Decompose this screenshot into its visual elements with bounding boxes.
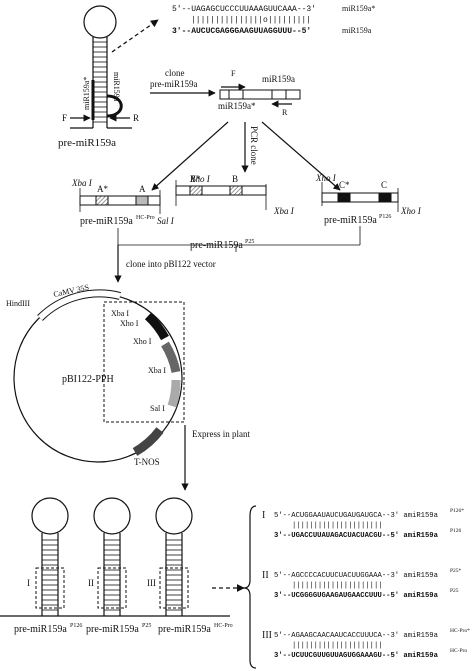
construct-c-site-right: Xho I — [400, 206, 422, 216]
insert-top-label: miR159a — [262, 74, 295, 84]
construct-b-mature: B — [232, 174, 238, 184]
construct-p25: Xho I B* B Xba I pre-miR159a P25 — [175, 174, 295, 251]
primer-f-label: F — [62, 113, 67, 123]
hairpin-hc-pro-name: pre-miR159a — [158, 624, 211, 635]
insert-construct: F miR159a miR159a* R — [218, 69, 301, 117]
construct-b-site-right: Xba I — [273, 206, 295, 216]
stem-star-label: miR159a* — [82, 77, 91, 110]
pcr-clone-label: PCR clone — [249, 126, 259, 165]
duplex-i-top: 5'--ACUGGAAUAUCUGAUGAUGCA--3' amiR159a — [274, 512, 439, 520]
duplex-i-bottom: 3'--UGACCUUAUAGACUACUACGU--5' amiR159a — [274, 532, 439, 540]
construct-b-name: pre-miR159a — [190, 240, 243, 251]
construct-a-mature: A — [139, 184, 146, 194]
construct-a-name: pre-miR159a — [80, 216, 133, 227]
pre-mir159a-label: pre-miR159a — [58, 137, 116, 149]
merge-bracket — [114, 226, 361, 283]
duplex-iii-top: 5'--AGAAGCAACAAUCACCUUUCA--3' amiR159a — [274, 632, 439, 640]
branch-arrow-left — [151, 121, 229, 191]
duplex-ii-top: 5'--AGCCCCACUUCUACUUGGAAA--3' amiR159a — [274, 572, 439, 580]
duplex-ii-pairs: ||||||||||||||||||||| — [292, 582, 383, 590]
primer-r-label: R — [133, 113, 139, 123]
pre-mir159a-hairpin: miR159a* miR159a F R pre-miR159a — [58, 5, 139, 149]
duplex-ii-roman: II — [262, 570, 269, 581]
duplex-ii-top-sup: P25* — [450, 568, 462, 574]
stem-rungs — [93, 41, 107, 123]
site-1: Xba I — [111, 309, 129, 318]
site-2: Xho I — [120, 319, 139, 328]
clone-sub-label: pre-miR159a — [150, 79, 198, 89]
duplex-iii-top-sup: HC-Pro* — [450, 628, 470, 634]
insert-bottom-label: miR159a* — [218, 101, 256, 111]
branch-arrow-right — [261, 121, 341, 191]
vector-step-label: clone into pBI122 vector — [126, 259, 216, 269]
hairpin-p25-roman: II — [88, 578, 94, 588]
duplex-i-roman: I — [262, 510, 265, 521]
duplex-ii-bottom: 3'--UCGGGGUGAAGAUGAACCUUU--5' amiR159a — [274, 592, 439, 600]
duplex-panel: I 5'--ACUGGAAUAUCUGAUGAUGCA--3' amiR159a… — [262, 508, 470, 660]
site-5: Sal I — [150, 404, 165, 413]
mir159a-duplex: 5'--UAGAGCUCCCUUAAAGUUCAAA--3' miR159a* … — [172, 4, 375, 36]
seq-star-label: miR159a* — [342, 4, 375, 13]
construct-b-sup: P25 — [245, 239, 254, 245]
construct-c-site-left: Xho I — [315, 173, 337, 183]
hairpin-p25: II pre-miR159a P25 — [86, 497, 151, 635]
hairpin-p126-roman: I — [27, 578, 30, 588]
construct-hc-pro: Xba I A* A Sal I pre-miR159a HC-Pro — [71, 178, 175, 227]
site-4: Xba I — [148, 366, 166, 375]
hairpin-hc-pro: III pre-miR159a HC-Pro — [147, 497, 233, 635]
hairpin-p126-name: pre-miR159a — [14, 624, 67, 635]
dashed-arrow-to-duplex — [111, 19, 159, 53]
terminator-label: T-NOS — [134, 457, 160, 467]
hairpin-p126-sup: P126 — [70, 623, 82, 629]
hind-label: HindIII — [6, 299, 30, 308]
duplex-iii-bottom-sup: HC-Pro — [450, 648, 467, 654]
duplex-i-pairs: ||||||||||||||||||||| — [292, 522, 383, 530]
duplex-iii-pairs: ||||||||||||||||||||| — [292, 642, 383, 650]
construct-c-mature: C — [381, 180, 387, 190]
insert-region-box — [103, 301, 185, 423]
stem-mature-label: miR159a — [112, 72, 121, 102]
hairpin-hc-pro-roman: III — [147, 578, 156, 588]
seq-star: 5'--UAGAGCUCCCUUAAAGUUCAAA--3' — [172, 5, 316, 14]
express-label: Express in plant — [192, 429, 250, 439]
construct-c-name: pre-miR159a — [324, 215, 377, 226]
seq-mature: 3'--AUCUCGAGGGAAGUUAGGUUU--5' — [172, 27, 311, 36]
plasmid-name: pBI122-PPH — [62, 374, 114, 385]
hairpin-p25-name: pre-miR159a — [86, 624, 139, 635]
brace — [243, 505, 257, 669]
construct-p126: Xho I C* C Xho I pre-miR159a P126 — [315, 173, 422, 226]
construct-b-star: B* — [190, 174, 201, 184]
insert-f-label: F — [231, 69, 236, 78]
duplex-i-bottom-sup: P126 — [450, 528, 462, 534]
construct-c-star: C* — [339, 180, 350, 190]
clone-label: clone — [165, 68, 185, 78]
duplex-i-top-sup: P126* — [450, 508, 464, 514]
site-3: Xho I — [133, 337, 152, 346]
duplex-ii-bottom-sup: P25 — [450, 588, 459, 594]
hairpin-p25-sup: P25 — [142, 623, 151, 629]
construct-c-sup: P126 — [379, 214, 391, 220]
construct-a-site-right: Sal I — [157, 216, 175, 226]
pair-marks: |||||||||||||||o||||||||| — [191, 16, 311, 25]
hairpin-p126: I pre-miR159a P126 — [14, 497, 82, 635]
seq-mature-label: miR159a — [342, 26, 372, 35]
construct-a-site-left: Xba I — [71, 178, 93, 188]
tnos-segment — [132, 427, 164, 456]
hairpin-hc-pro-sup: HC-Pro — [214, 623, 233, 629]
construct-a-star: A* — [97, 184, 108, 194]
duplex-iii-bottom: 3'--UCUUCGUUGUUAGUGGAAAGU--5' amiR159a — [274, 652, 439, 660]
construct-a-sup: HC-Pro — [136, 215, 155, 221]
construct-b-site-left: Xho I — [189, 174, 211, 184]
duplex-iii-roman: III — [262, 630, 272, 641]
plasmid-pbi122-pph: HindIII CaMV 35S pBI122-PPH Xba I Xho I … — [6, 283, 185, 467]
insert-r-label: R — [282, 108, 288, 117]
